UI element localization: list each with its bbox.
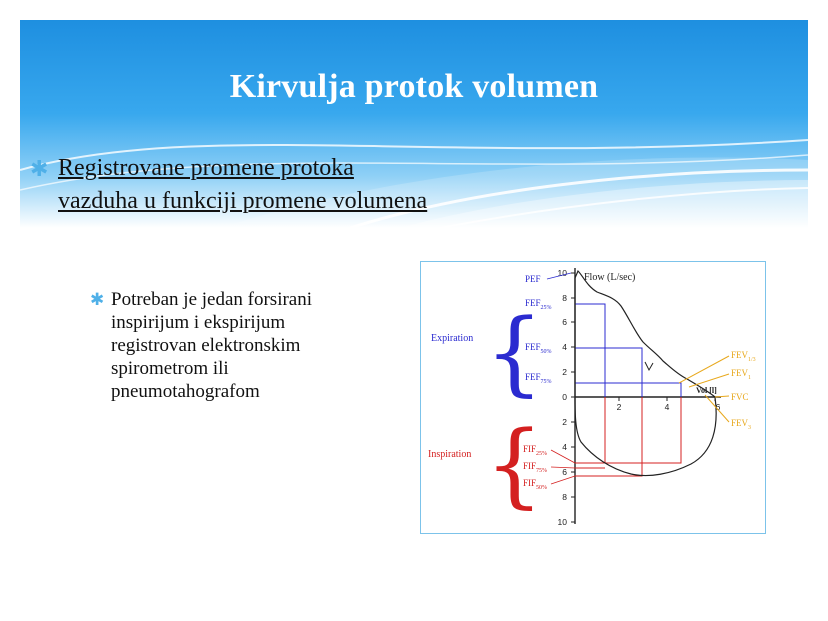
flow-volume-svg: 10 8 6 4 2 0 2 4 6 8 10 2 4 6 Flow (L/se… bbox=[428, 268, 756, 527]
inspiration-brace: { bbox=[485, 411, 544, 518]
fvc-label: FVC bbox=[731, 392, 749, 402]
fif50-label: FIF50% bbox=[523, 478, 547, 491]
y-tick-marks bbox=[571, 272, 716, 523]
y-tick-label: 2 bbox=[562, 367, 567, 377]
y-tick-label: 10 bbox=[558, 517, 568, 527]
fev-pointers bbox=[678, 355, 730, 423]
bullet-text-2: Potreban je jedan forsirani inspirijum i… bbox=[111, 289, 313, 402]
y-tick-label: 2 bbox=[562, 417, 567, 427]
header-banner bbox=[20, 20, 808, 228]
x-tick-label: 4 bbox=[665, 402, 670, 412]
curve-notch bbox=[644, 361, 654, 372]
y-tick-label: 8 bbox=[562, 293, 567, 303]
flow-volume-loop bbox=[574, 269, 717, 477]
pef-label: PEF bbox=[525, 274, 541, 284]
asterisk-bullet-icon: ✱ bbox=[90, 290, 105, 309]
fev3-label: FEV3 bbox=[731, 418, 751, 431]
axis-title: Flow (L/sec) bbox=[584, 272, 635, 283]
fef75-label: FEF75% bbox=[525, 372, 552, 385]
bullet-text-1: Registrovane promene protoka vazduha u f… bbox=[58, 155, 428, 214]
y-tick-label: 4 bbox=[562, 442, 567, 452]
y-tick-label: 8 bbox=[562, 492, 567, 502]
expiration-guides bbox=[575, 303, 682, 397]
expiration-label: Expiration bbox=[431, 333, 473, 344]
slide-title: Kirvulja protok volumen bbox=[229, 68, 599, 105]
flow-volume-diagram: 10 8 6 4 2 0 2 4 6 8 10 2 4 6 Flow (L/se… bbox=[420, 261, 766, 534]
y-tick-label: 6 bbox=[562, 317, 567, 327]
inspiration-label-arrows bbox=[550, 449, 576, 485]
wave-decoration bbox=[20, 139, 808, 228]
y-tick-label: 10 bbox=[558, 268, 568, 278]
fef25-label: FEF25% bbox=[525, 298, 552, 311]
x-tick-label: 2 bbox=[617, 402, 622, 412]
fef50-label: FEF50% bbox=[525, 342, 552, 355]
inspiration-label: Inspiration bbox=[428, 449, 471, 460]
expiration-brace: { bbox=[485, 299, 544, 406]
fev1-label: FEV1 bbox=[731, 368, 751, 381]
fif75-label: FIF75% bbox=[523, 461, 547, 474]
fev13-label: FEV1/3 bbox=[731, 350, 756, 363]
asterisk-bullet-icon: ✱ bbox=[30, 156, 49, 181]
x-tick-label: 6 bbox=[716, 402, 721, 412]
y-tick-label: 0 bbox=[562, 392, 567, 402]
expiration-label-arrows bbox=[546, 272, 572, 280]
y-tick-label: 4 bbox=[562, 342, 567, 352]
fif25-label: FIF25% bbox=[523, 444, 547, 457]
y-tick-label: 6 bbox=[562, 467, 567, 477]
